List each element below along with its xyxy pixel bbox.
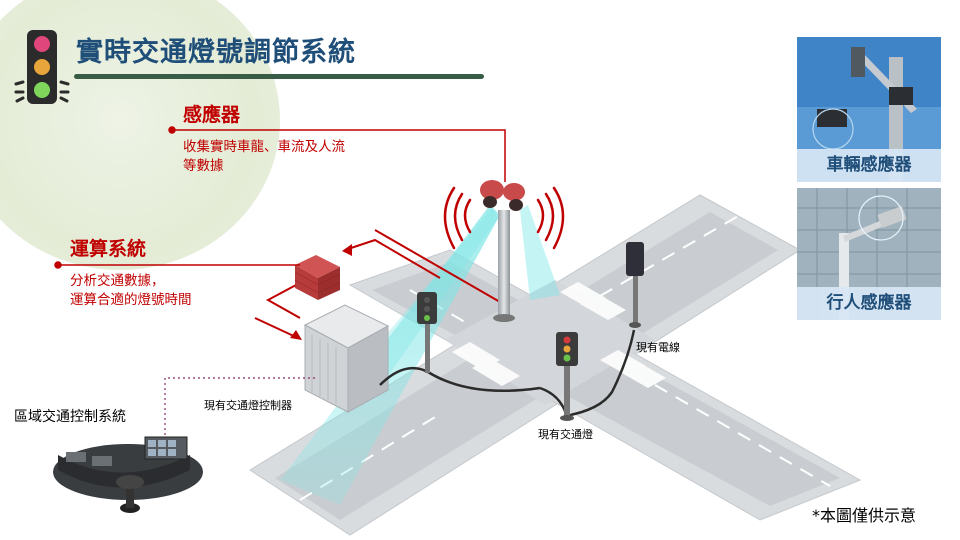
computing-desc-line1: 分析交通數據， xyxy=(70,273,165,289)
disclaimer-note: *本圖僅供示意 xyxy=(812,506,917,525)
sensor-desc-line1: 收集實時車龍、車流及人流 xyxy=(183,139,345,155)
traffic-light-logo-icon xyxy=(14,30,70,104)
road-network xyxy=(249,194,862,536)
existing-traffic-light-right xyxy=(626,242,644,328)
control-console xyxy=(53,436,203,513)
existing-traffic-light-left xyxy=(417,292,437,373)
computing-cube xyxy=(294,255,341,300)
existing-light-label: 現有交通燈 xyxy=(538,428,593,441)
regional-control-label: 區域交通控制系統 xyxy=(14,409,126,425)
sensor-desc-line2: 等數據 xyxy=(183,158,224,174)
page-title: 實時交通燈號調節系統 xyxy=(76,37,356,68)
vehicle-sensor-photo: 車輛感應器 xyxy=(797,37,941,182)
title-underline xyxy=(74,74,484,79)
sensor-description: 收集實時車龍、車流及人流 等數據 xyxy=(183,138,345,176)
existing-cable-label: 現有電線 xyxy=(636,341,680,354)
vehicle-sensor-caption: 車輛感應器 xyxy=(797,149,941,182)
computing-desc-line2: 運算合適的燈號時間 xyxy=(70,292,192,308)
existing-controller-label: 現有交通燈控制器 xyxy=(204,399,292,412)
data-flow-arrows xyxy=(254,229,501,340)
computing-description: 分析交通數據， 運算合適的燈號時間 xyxy=(70,272,192,310)
sensor-heading: 感應器 xyxy=(183,104,241,126)
computing-heading: 運算系統 xyxy=(70,238,147,260)
existing-traffic-light-center xyxy=(556,332,578,421)
pedestrian-sensor-photo: 行人感應器 xyxy=(797,188,941,320)
callout-lines xyxy=(54,126,506,269)
dotted-connector xyxy=(164,377,318,440)
sensor-pole xyxy=(443,180,565,322)
controller-cabinet xyxy=(303,304,390,413)
pedestrian-sensor-caption: 行人感應器 xyxy=(797,287,941,320)
